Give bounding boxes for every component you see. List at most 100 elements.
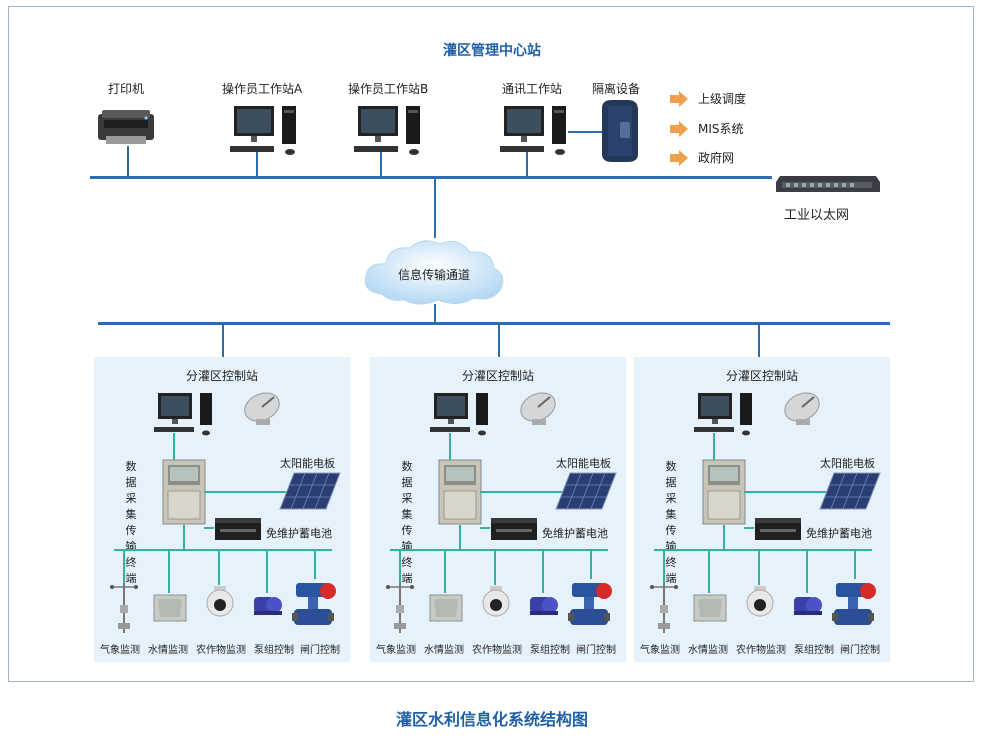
data-terminal-icon — [162, 459, 206, 525]
dome-camera-icon — [746, 586, 774, 617]
printer-icon — [98, 110, 154, 144]
battery-icon — [755, 518, 801, 540]
tree-line — [459, 525, 461, 549]
weather-station-icon — [650, 583, 678, 633]
device-label-crop: 农作物监测 — [196, 645, 246, 656]
solar-label: 太阳能电板 — [280, 457, 335, 470]
operator-a-drop — [256, 152, 258, 177]
tree-line — [708, 549, 710, 593]
device-label-pump: 泵组控制 — [530, 645, 570, 656]
device-bus — [114, 549, 332, 551]
substation-1-drop — [222, 324, 224, 358]
arrow-right-icon — [670, 120, 688, 137]
cloud-icon — [364, 240, 504, 305]
battery-label: 免维护蓄电池 — [542, 527, 608, 540]
substation-title: 分灌区控制站 — [461, 369, 534, 383]
substation-title: 分灌区控制站 — [725, 369, 798, 383]
arrow-right-icon — [670, 149, 688, 166]
tree-line — [854, 549, 856, 579]
battery-icon — [491, 518, 537, 540]
ethernet-label: 工业以太网 — [784, 208, 850, 223]
substation-panel-2: 分灌区控制站 数据 采集 传输 终端 — [370, 357, 626, 662]
battery-link — [744, 527, 754, 529]
device-label-water: 水情监测 — [688, 645, 728, 656]
water-monitor-icon — [693, 594, 727, 622]
tree-line — [399, 549, 401, 583]
battery-label: 免维护蓄电池 — [806, 527, 872, 540]
tree-line — [542, 549, 544, 593]
weather-station-icon — [110, 583, 138, 633]
solar-label: 太阳能电板 — [556, 457, 611, 470]
tree-line — [590, 549, 592, 579]
solar-link — [480, 491, 562, 493]
comm-station-label: 通讯工作站 — [502, 82, 563, 96]
comm-station-drop — [526, 152, 528, 177]
tree-line — [494, 549, 496, 585]
link-label: 政府网 — [698, 151, 735, 165]
tree-line — [218, 549, 220, 585]
isolation-link — [568, 131, 602, 133]
water-monitor-icon — [429, 594, 463, 622]
isolation-device-icon — [602, 100, 638, 162]
terminal-label: 数据 采集 传输 终端 — [125, 460, 137, 585]
tree-line — [123, 549, 125, 583]
device-label-weather: 气象监测 — [640, 645, 680, 656]
solar-panel-icon — [555, 472, 617, 510]
tree-line — [758, 549, 760, 585]
link-label: MIS系统 — [698, 122, 744, 136]
link-item-superior[interactable]: 上级调度 — [670, 90, 746, 107]
weather-station-icon — [386, 583, 414, 633]
isolation-label: 隔离设备 — [592, 82, 641, 96]
operator-b-label: 操作员工作站B — [348, 82, 429, 96]
operator-a-label: 操作员工作站A — [222, 82, 303, 96]
substation-3-drop — [758, 324, 760, 358]
center-title: 灌区管理中心站 — [443, 43, 541, 59]
tree-line — [806, 549, 808, 593]
device-label-weather: 气象监测 — [376, 645, 416, 656]
ethernet-switch-icon — [776, 176, 880, 192]
tree-line — [723, 525, 725, 549]
terminal-label: 数据 采集 传输 终端 — [401, 460, 413, 585]
substation-panel-1: 分灌区控制站 数据 采集 传输 终端 — [94, 357, 350, 662]
data-terminal-icon — [438, 459, 482, 525]
satellite-dish-icon — [244, 392, 280, 425]
lower-bus — [98, 322, 890, 325]
tree-line — [713, 433, 715, 461]
cloud-to-lower-line — [434, 304, 436, 324]
gate-valve-icon — [568, 583, 612, 625]
tree-line — [663, 549, 665, 583]
tree-line — [168, 549, 170, 593]
pump-icon — [530, 597, 558, 615]
satellite-dish-icon — [784, 392, 820, 425]
tree-line — [444, 549, 446, 593]
solar-panel-icon — [819, 472, 881, 510]
substation-computer-icon — [694, 393, 752, 436]
solar-panel-icon — [279, 472, 341, 510]
diagram-caption: 灌区水利信息化系统结构图 — [395, 710, 588, 729]
center-to-cloud-line — [434, 178, 436, 238]
satellite-dish-icon — [520, 392, 556, 425]
printer-label: 打印机 — [108, 82, 145, 96]
gate-valve-icon — [292, 583, 336, 625]
printer-drop — [127, 146, 129, 177]
substation-panel-3: 分灌区控制站 数据 采集 传输 终端 — [634, 357, 890, 662]
link-item-government[interactable]: 政府网 — [670, 149, 734, 166]
substation-title: 分灌区控制站 — [185, 369, 258, 383]
device-label-gate: 闸门控制 — [576, 645, 616, 656]
substation-computer-icon — [430, 393, 488, 436]
device-label-pump: 泵组控制 — [794, 645, 834, 656]
dome-camera-icon — [482, 586, 510, 617]
link-label: 上级调度 — [698, 92, 747, 106]
device-label-crop: 农作物监测 — [736, 645, 786, 656]
upper-bus — [90, 176, 772, 179]
device-label-gate: 闸门控制 — [300, 645, 340, 656]
battery-link — [480, 527, 490, 529]
battery-link — [204, 527, 214, 529]
battery-label: 免维护蓄电池 — [266, 527, 332, 540]
device-label-water: 水情监测 — [148, 645, 188, 656]
link-item-mis[interactable]: MIS系统 — [670, 120, 744, 137]
arrow-right-icon — [670, 90, 688, 107]
substation-computer-icon — [154, 393, 212, 436]
tree-line — [449, 433, 451, 461]
device-label-water: 水情监测 — [424, 645, 464, 656]
